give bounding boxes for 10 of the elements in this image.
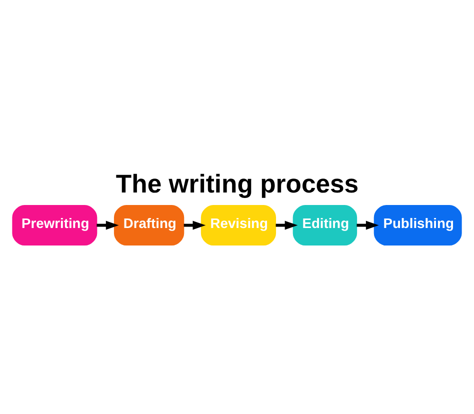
node-box: Publishing	[374, 205, 462, 246]
node-box: Editing	[292, 205, 358, 246]
arrow	[356, 220, 379, 230]
node-box: Revising	[200, 205, 276, 246]
arrow	[276, 220, 298, 230]
node-box: Prewriting	[12, 205, 98, 246]
arrow	[184, 220, 206, 230]
arrow	[96, 220, 119, 230]
diagram-title: The writing process	[116, 170, 359, 198]
node-box: Drafting	[114, 205, 184, 246]
